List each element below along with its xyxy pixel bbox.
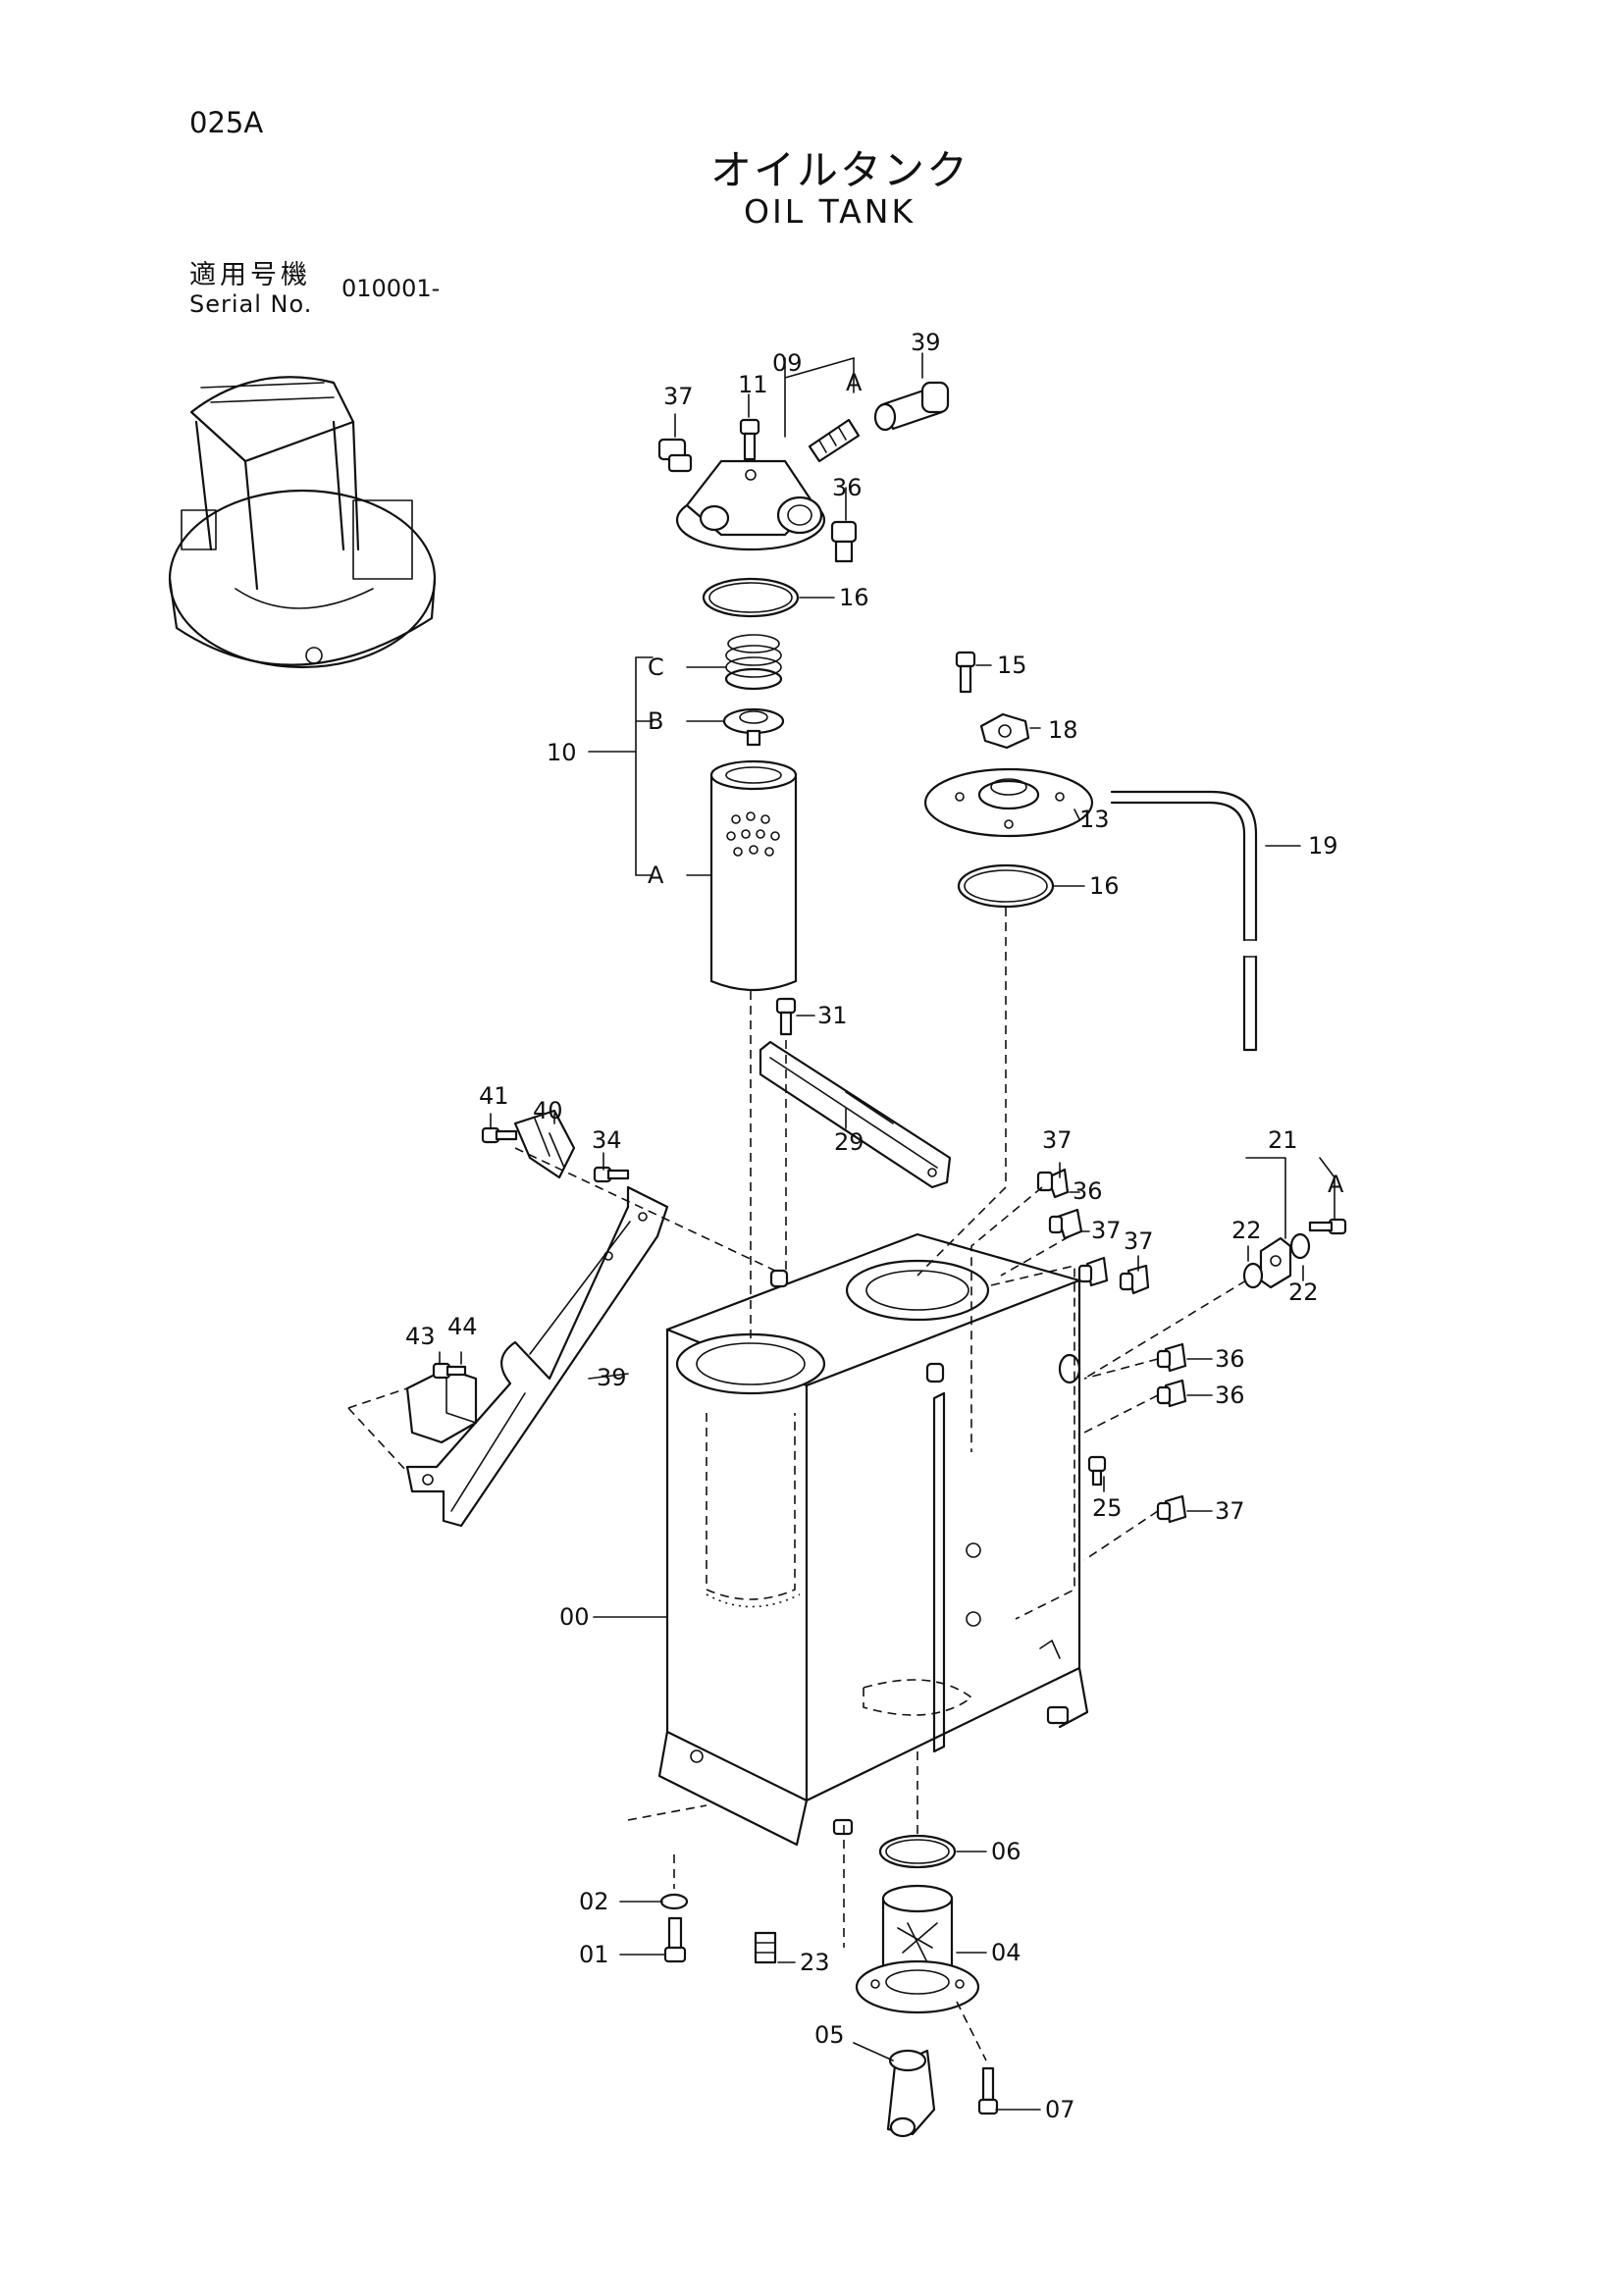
part-label-c: C [648, 653, 664, 681]
cap-18 [979, 712, 1030, 750]
elbow-37b [1077, 1256, 1109, 1287]
valve-b [722, 707, 785, 747]
strainer-04 [855, 1884, 980, 2014]
bolt-a-right [1308, 1218, 1347, 1235]
spring-c [724, 634, 783, 691]
elbow-37d [1156, 1494, 1187, 1524]
washer-22-right [1289, 1232, 1311, 1260]
bolt-32 [775, 997, 797, 1036]
part-label-13: 13 [1079, 806, 1110, 833]
bolt-41 [481, 1126, 518, 1144]
bolt-11 [739, 418, 760, 461]
bolt-15 [955, 651, 976, 694]
part-label-44: 44 [447, 1313, 478, 1340]
part-label-37-c: 37 [1124, 1227, 1154, 1255]
part-label-22-left: 22 [1231, 1217, 1262, 1244]
page-title-jp: オイルタンク [710, 146, 970, 194]
part-label-19: 19 [1308, 832, 1338, 860]
part-label-11: 11 [738, 371, 768, 398]
plug-23 [754, 1931, 777, 1964]
part-label-01: 01 [579, 1941, 609, 1968]
elbow-37c [1119, 1264, 1150, 1295]
part-label-04: 04 [991, 1939, 1021, 1966]
o-ring-06 [878, 1834, 957, 1869]
elbow-05 [886, 2049, 936, 2138]
bolt-01 [663, 1916, 687, 1963]
bracket-31 [759, 1040, 952, 1189]
tank-body [657, 1232, 1089, 1847]
part-label-37-b: 37 [1091, 1217, 1122, 1244]
serial-label-jp: 適用号機 [189, 260, 311, 290]
stay-39 [405, 1185, 669, 1528]
hose-19 [1110, 790, 1258, 1052]
serial-value: 010001- [341, 275, 441, 302]
o-ring-16-lower [957, 863, 1055, 909]
page-code: 025A [189, 106, 264, 139]
part-label-06: 06 [991, 1838, 1021, 1865]
part-label-27: 36 [832, 474, 863, 501]
o-ring-16-upper [702, 577, 800, 618]
part-label-a-top: A [846, 369, 863, 396]
elbow-36 [1036, 1168, 1070, 1199]
machine-thumbnail [168, 376, 437, 669]
fitting-a [808, 418, 861, 463]
part-label-36-b: 36 [1215, 1345, 1245, 1373]
part-label-37-a: 37 [1042, 1126, 1073, 1154]
part-label-43: 43 [405, 1323, 436, 1350]
part-label-22-right: 22 [1288, 1278, 1319, 1306]
part-label-07: 07 [1045, 2096, 1075, 2123]
plug-25 [1087, 1455, 1107, 1487]
part-label-28: 37 [663, 383, 694, 410]
part-label-18: 18 [1048, 716, 1078, 744]
part-label-16-upper: 16 [839, 584, 869, 611]
bolt-44 [432, 1362, 467, 1380]
elbow-36b [1156, 1342, 1187, 1373]
washer-02 [659, 1893, 689, 1910]
part-label-10: 10 [547, 739, 577, 766]
bolt-07 [977, 2066, 999, 2115]
part-label-02: 02 [579, 1888, 609, 1915]
part-label-23: 23 [800, 1949, 830, 1976]
part-label-09: 09 [772, 349, 803, 377]
part-label-25: 25 [1092, 1494, 1123, 1522]
tee-29 [873, 381, 950, 432]
elbow-36c [1156, 1379, 1187, 1408]
serial-label-en: Serial No. [189, 290, 313, 318]
bolt-34 [593, 1166, 630, 1183]
elbow-37a [1048, 1208, 1083, 1240]
part-label-00: 00 [559, 1603, 590, 1631]
part-label-21: 21 [1268, 1126, 1298, 1154]
clamp-43 [405, 1367, 478, 1444]
part-label-32: 31 [817, 1002, 848, 1029]
part-label-34: 34 [592, 1126, 622, 1154]
plug-28 [657, 438, 693, 473]
part-label-b: B [648, 707, 663, 735]
part-label-41: 41 [479, 1082, 509, 1110]
part-label-a-right: A [1328, 1171, 1344, 1198]
part-label-a: A [648, 861, 664, 889]
nipple-27 [830, 520, 858, 563]
bracket-40 [513, 1109, 576, 1179]
part-label-16-lower: 16 [1089, 872, 1120, 900]
part-label-29: 39 [911, 329, 941, 356]
washer-22-left [1242, 1262, 1264, 1289]
part-label-36-c: 36 [1215, 1382, 1245, 1409]
part-label-39: 39 [597, 1364, 627, 1391]
part-labels: 09 11 37 39 A 36 16 C B A 10 15 18 13 19… [405, 329, 1344, 2123]
part-label-37-d: 37 [1215, 1497, 1245, 1525]
part-label-05: 05 [814, 2021, 845, 2049]
leader-lines [439, 352, 1335, 2111]
part-label-31: 29 [834, 1128, 864, 1156]
alignment-lines [347, 908, 1247, 2061]
part-label-15: 15 [997, 652, 1027, 679]
part-label-36-a: 36 [1073, 1177, 1103, 1205]
bar-21 [1259, 1236, 1292, 1289]
filter-head [675, 459, 826, 551]
cover-13 [923, 767, 1094, 838]
part-label-40: 40 [533, 1097, 563, 1124]
page-title-en: OIL TANK [744, 192, 916, 231]
filter-element-a [709, 759, 798, 992]
